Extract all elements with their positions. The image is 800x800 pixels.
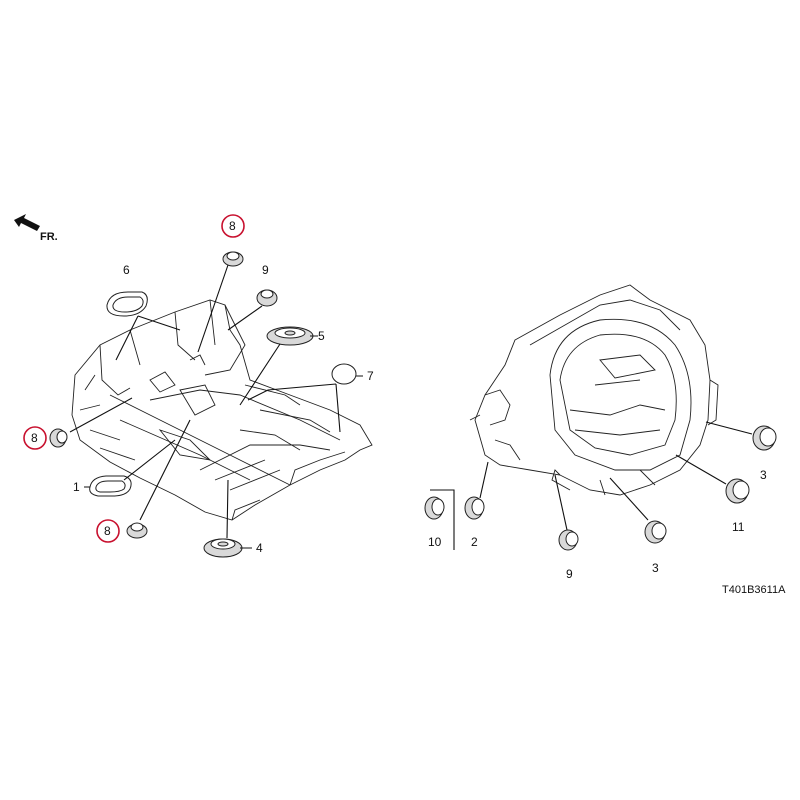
grommet-5 [266, 326, 314, 346]
callout-2[interactable]: 2 [471, 535, 478, 549]
callout-10[interactable]: 10 [428, 535, 442, 549]
grommet-4 [203, 538, 243, 558]
arrow-icon [14, 214, 40, 231]
callout-8-left[interactable]: 8 [31, 431, 38, 445]
highlight-ring-c8-left [23, 426, 47, 450]
callout-4[interactable]: 4 [256, 541, 263, 555]
grommet-1 [89, 475, 132, 497]
grommet-3-mid [644, 520, 667, 544]
rear-body-assembly [469, 284, 719, 496]
highlight-ring-c8-top [221, 214, 245, 238]
callout-1[interactable]: 1 [73, 480, 80, 494]
grommet-2 [464, 496, 485, 520]
grommet-8-bottom [126, 522, 148, 539]
front-direction-arrow: FR. [14, 214, 58, 243]
front-floor-assembly [71, 299, 373, 521]
callout-8-bottom[interactable]: 8 [104, 524, 111, 538]
grommet-8-top [222, 251, 244, 267]
grommet-6 [106, 291, 148, 317]
grommet-9-right [558, 529, 579, 551]
callout-8-top[interactable]: 8 [229, 219, 236, 233]
grommet-3-right [752, 425, 777, 451]
grommet-8-left [49, 428, 68, 448]
grommet-9-left [256, 289, 278, 307]
callout-7[interactable]: 7 [367, 369, 374, 383]
callout-3-mid[interactable]: 3 [652, 561, 659, 575]
diagram-code: T401B3611A [722, 584, 786, 596]
grommet-11 [725, 478, 750, 504]
direction-label: FR. [40, 231, 58, 243]
highlight-ring-c8-bottom [96, 519, 120, 543]
plug-7 [331, 363, 357, 385]
callout-5[interactable]: 5 [318, 329, 325, 343]
grommet-10 [424, 496, 445, 520]
callout-11[interactable]: 11 [732, 520, 745, 534]
callout-3-right[interactable]: 3 [760, 468, 767, 482]
callout-9-left[interactable]: 9 [262, 263, 269, 277]
callout-6[interactable]: 6 [123, 263, 130, 277]
leader-lines [69, 264, 753, 550]
callout-9-right[interactable]: 9 [566, 567, 573, 581]
